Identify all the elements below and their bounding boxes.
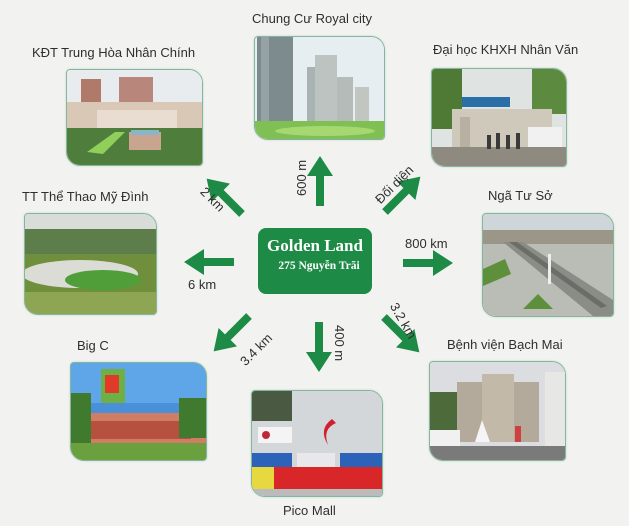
label-dai-hoc: Đại học KHXH Nhân Văn bbox=[433, 42, 579, 57]
label-my-dinh: TT Thể Thao Mỹ Đình bbox=[22, 189, 149, 204]
label-royal-city: Chung Cư Royal city bbox=[252, 11, 372, 26]
distance-royal-city: 600 m bbox=[294, 159, 309, 196]
arrow-west-icon bbox=[184, 249, 234, 275]
distance-nga-tu-so: 800 km bbox=[405, 236, 448, 251]
photo-trung-hoa bbox=[66, 69, 203, 166]
photo-pico-mall bbox=[251, 390, 383, 497]
label-trung-hoa: KĐT Trung Hòa Nhân Chính bbox=[32, 45, 196, 60]
label-bach-mai: Bệnh viện Bạch Mai bbox=[447, 337, 563, 352]
label-pico-mall: Pico Mall bbox=[283, 503, 336, 518]
photo-big-c bbox=[70, 362, 207, 461]
distance-my-dinh: 6 km bbox=[188, 277, 217, 292]
center-address: 275 Nguyễn Trãi bbox=[278, 260, 360, 272]
distance-pico-mall: 400 m bbox=[332, 325, 347, 362]
photo-my-dinh bbox=[24, 213, 157, 315]
arrow-east-icon bbox=[403, 250, 453, 276]
arrow-south-icon bbox=[306, 322, 332, 372]
photo-royal-city bbox=[254, 36, 385, 140]
arrow-north-icon bbox=[307, 156, 333, 206]
center-title: Golden Land bbox=[267, 236, 363, 255]
label-big-c: Big C bbox=[77, 338, 109, 353]
photo-dai-hoc bbox=[431, 68, 567, 167]
label-nga-tu-so: Ngã Tư Sở bbox=[488, 188, 553, 203]
photo-bach-mai bbox=[429, 361, 566, 461]
photo-nga-tu-so bbox=[482, 213, 614, 317]
golden-land-badge: Golden Land 275 Nguyễn Trãi bbox=[258, 228, 372, 294]
